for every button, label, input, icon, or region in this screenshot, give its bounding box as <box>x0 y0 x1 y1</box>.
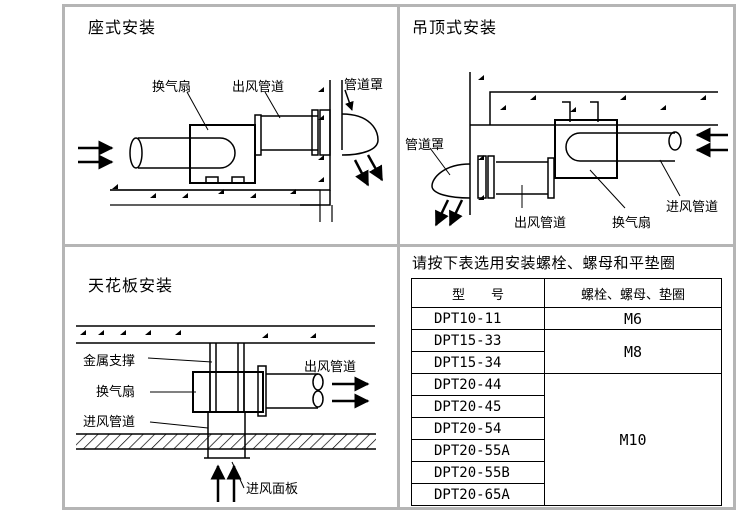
table-row: DPT20-65A <box>411 483 722 506</box>
model-cell: DPT20-65A <box>411 483 545 506</box>
table-row: DPT15-33 M8 <box>411 329 722 374</box>
spec-table-header-row: 型 号 螺栓、螺母、垫圈 <box>411 278 722 308</box>
panel-divider-horizontal <box>62 244 736 247</box>
bolt-cell: M6 <box>544 307 722 330</box>
label-duct-cover-ceiling: 管道罩 <box>405 138 445 153</box>
label-inlet-duct-board: 进风管道 <box>83 415 136 430</box>
label-inlet-duct-ceiling: 进风管道 <box>666 200 719 215</box>
label-outlet-duct-board: 出风管道 <box>304 360 357 375</box>
label-inlet-panel: 进风面板 <box>246 482 299 497</box>
header-bolt: 螺栓、螺母、垫圈 <box>544 278 722 308</box>
model-cell: DPT20-55A <box>411 439 545 462</box>
label-fan-board: 换气扇 <box>96 385 136 400</box>
label-fan-floor: 换气扇 <box>152 80 192 95</box>
table-row: DPT15-34 <box>411 351 722 374</box>
model-cell: DPT20-44 <box>411 373 545 396</box>
table-row: DPT20-54 <box>411 417 722 440</box>
ceiling-hang-drawing <box>429 72 728 227</box>
panel-title-ceiling-hang: 吊顶式安装 <box>412 18 498 37</box>
panel-divider-vertical <box>397 4 400 510</box>
ceiling-triangles <box>478 75 706 200</box>
model-cell: DPT15-34 <box>411 351 545 374</box>
panel-title-floor: 座式安装 <box>88 18 157 37</box>
ceiling-board-drawing <box>76 325 376 502</box>
label-duct-cover-floor: 管道罩 <box>344 78 384 93</box>
label-outlet-duct-floor: 出风管道 <box>232 80 285 95</box>
model-cell: DPT20-54 <box>411 417 545 440</box>
panel-title-ceiling-board: 天花板安装 <box>88 276 174 295</box>
spec-table: 型 号 螺栓、螺母、垫圈 DPT10-11 M6 DPT15-33 M8 DPT… <box>411 278 722 506</box>
bolt-cell: M10 <box>544 373 722 506</box>
slab-triangles <box>80 330 316 338</box>
spec-table-title: 请按下表选用安装螺栓、螺母和平垫圈 <box>412 254 676 272</box>
label-outlet-duct-ceiling: 出风管道 <box>514 216 567 231</box>
table-row: DPT20-44 M10 <box>411 373 722 506</box>
model-cell: DPT15-33 <box>411 329 545 352</box>
label-fan-ceiling: 换气扇 <box>612 216 652 231</box>
floor-triangles <box>112 87 324 198</box>
bolt-cell: M8 <box>544 329 722 374</box>
model-cell: DPT20-45 <box>411 395 545 418</box>
model-cell: DPT20-55B <box>411 461 545 484</box>
floor-install-drawing <box>78 80 384 222</box>
header-model: 型 号 <box>411 278 545 308</box>
label-metal-support: 金属支撑 <box>83 354 136 369</box>
table-row: DPT10-11 M6 <box>411 307 722 330</box>
model-cell: DPT10-11 <box>411 307 545 330</box>
